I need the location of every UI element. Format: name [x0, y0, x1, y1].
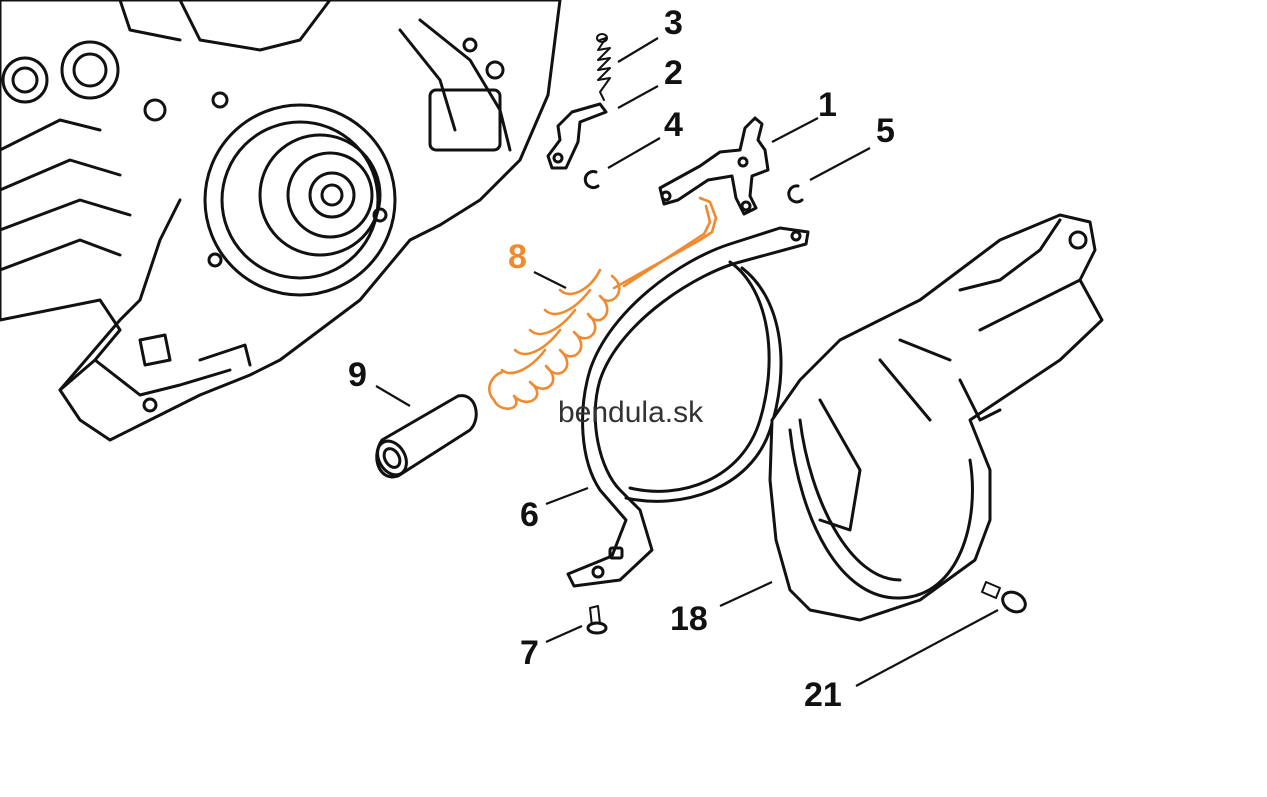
- label-part-4: 4: [664, 106, 683, 144]
- part-18-cover: [768, 213, 1104, 622]
- part-labels: 3 2 4 1 5 8 9 6 7 18 21: [348, 4, 895, 714]
- part-4-eclip: [583, 170, 600, 190]
- label-part-21: 21: [804, 676, 842, 714]
- label-part-1: 1: [818, 86, 837, 124]
- label-part-7: 7: [520, 634, 539, 672]
- part-8-brake-spring: [488, 196, 718, 410]
- label-part-18: 18: [670, 600, 708, 638]
- label-part-6: 6: [520, 496, 539, 534]
- part-7-screw: [586, 605, 608, 635]
- label-part-2: 2: [664, 54, 683, 92]
- part-5-eclip: [787, 184, 804, 204]
- part-3-spring: [596, 33, 611, 101]
- part-9-sleeve: [375, 394, 478, 479]
- label-part-3: 3: [664, 4, 683, 42]
- part-1-brake-lever: [658, 116, 770, 216]
- leader-lines: [375, 37, 999, 687]
- watermark: bendula.sk: [558, 396, 704, 429]
- crankcase-housing: [0, 0, 562, 442]
- part-21-screw: [981, 581, 1027, 614]
- label-part-5: 5: [876, 112, 895, 150]
- label-part-8: 8: [508, 238, 527, 276]
- part-6-brake-band: [566, 226, 810, 588]
- label-part-9: 9: [348, 356, 367, 394]
- part-2-lever: [546, 102, 608, 170]
